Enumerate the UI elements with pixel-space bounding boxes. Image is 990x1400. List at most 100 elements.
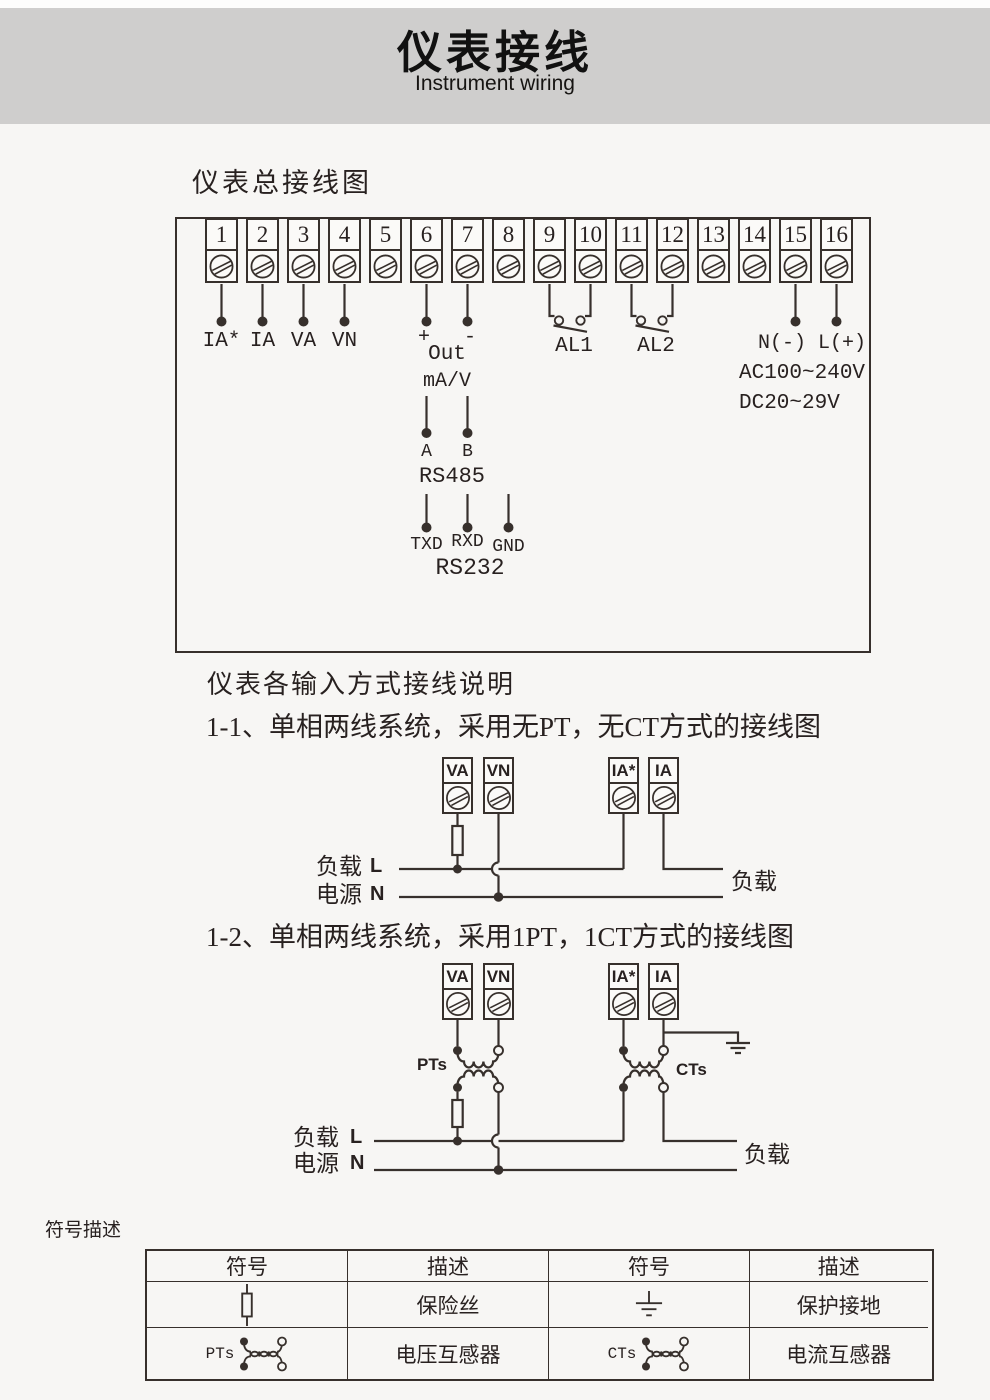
input-modes-title: 仪表各输入方式接线说明 <box>207 670 516 699</box>
table-header-symbol-1: 符号 <box>147 1251 348 1282</box>
screw-icon <box>442 987 473 1020</box>
screw-icon <box>779 249 812 284</box>
screw-icon <box>648 987 679 1020</box>
ground-icon <box>635 1290 663 1316</box>
label-out-minus: - <box>463 326 476 349</box>
symbol-desc-title: 符号描述 <box>45 1220 122 1241</box>
label-out-plus: + <box>417 326 430 349</box>
ground-symbol-cell <box>549 1282 750 1328</box>
terminal-5: 5 <box>369 217 402 284</box>
d11-terminal-vn: VN <box>483 757 514 814</box>
d12-line-n: N <box>350 1152 365 1174</box>
screw-icon <box>369 249 402 284</box>
top-margin <box>0 0 990 8</box>
terminal-4: 4 <box>328 217 361 284</box>
screw-icon <box>608 781 639 814</box>
terminal-16: 16 <box>820 217 853 284</box>
screw-icon <box>410 249 443 284</box>
pt-tag: PTs <box>205 1344 235 1363</box>
screw-icon <box>533 249 566 284</box>
label-ia: IA <box>249 330 276 353</box>
screw-icon <box>442 781 473 814</box>
fuse-symbol-cell <box>147 1282 348 1328</box>
terminal-7: 7 <box>451 217 484 284</box>
d12-cts-label: CTs <box>676 1060 707 1079</box>
diagram-1-2-title: 1-2、单相两线系统，采用1PT，1CT方式的接线图 <box>206 922 795 952</box>
overall-diagram-title: 仪表总接线图 <box>192 168 372 198</box>
terminal-2: 2 <box>246 217 279 284</box>
screw-icon <box>608 987 639 1020</box>
label-rs485: RS485 <box>418 464 485 489</box>
screw-icon <box>656 249 689 284</box>
terminal-1: 1 <box>205 217 238 284</box>
voltage-transformer-icon <box>240 1336 288 1371</box>
label-ac-range: AC100~240V <box>739 362 866 385</box>
d12-load-right: 负载 <box>744 1142 790 1167</box>
screw-icon <box>615 249 648 284</box>
d12-load-left: 负载 <box>293 1125 339 1150</box>
d12-terminal-ia: IA <box>648 963 679 1020</box>
label-out: Out <box>428 343 466 366</box>
label-dc-range: DC20~29V <box>739 392 840 415</box>
d12-line-l: L <box>350 1126 363 1148</box>
diagram-1-1-title: 1-1、单相两线系统，采用无PT，无CT方式的接线图 <box>206 712 822 742</box>
label-va: VA <box>290 330 317 353</box>
screw-icon <box>328 249 361 284</box>
terminal-9: 9 <box>533 217 566 284</box>
symbol-table: 符号 描述 符号 描述 保险丝 保护接地 PTs <box>145 1249 934 1381</box>
label-ia-star: IA* <box>202 330 241 353</box>
label-power-terminals: N(-) L(+) <box>757 332 867 355</box>
terminal-14: 14 <box>738 217 771 284</box>
d12-pts-label: PTs <box>417 1055 447 1074</box>
screw-icon <box>483 781 514 814</box>
d12-terminal-ia-star: IA* <box>608 963 639 1020</box>
label-rxd: RXD <box>451 532 484 552</box>
label-al1: AL1 <box>555 335 593 358</box>
page-banner: 仪表接线 Instrument wiring <box>0 8 990 124</box>
page-subtitle: Instrument wiring <box>415 72 575 95</box>
d11-load-left: 负载 <box>316 854 362 879</box>
ct-symbol-cell: CTs <box>549 1328 750 1379</box>
label-rs485-a: A <box>421 442 432 462</box>
terminal-15: 15 <box>779 217 812 284</box>
screw-icon <box>574 249 607 284</box>
ct-desc-cell: 电流互感器 <box>786 1342 892 1367</box>
d11-line-n: N <box>370 883 385 905</box>
screw-icon <box>451 249 484 284</box>
label-out-unit: mA/V <box>422 370 471 393</box>
screw-icon <box>483 987 514 1020</box>
fuse-icon <box>241 1283 253 1326</box>
terminal-3: 3 <box>287 217 320 284</box>
terminal-10: 10 <box>574 217 607 284</box>
label-gnd: GND <box>492 537 525 557</box>
screw-icon <box>492 249 525 284</box>
table-header-symbol-2: 符号 <box>549 1251 750 1282</box>
label-rs232: RS232 <box>435 555 505 581</box>
terminal-6: 6 <box>410 217 443 284</box>
label-vn: VN <box>331 330 358 353</box>
d11-load-right: 负载 <box>731 869 777 894</box>
screw-icon <box>287 249 320 284</box>
d11-terminal-ia: IA <box>648 757 679 814</box>
screw-icon <box>205 249 238 284</box>
screw-icon <box>697 249 730 284</box>
label-txd: TXD <box>410 535 443 555</box>
ground-desc-cell: 保护接地 <box>750 1282 928 1328</box>
d12-source: 电源 <box>293 1151 339 1176</box>
terminal-11: 11 <box>615 217 648 284</box>
label-rs485-b: B <box>462 442 473 462</box>
label-al2: AL2 <box>637 335 675 358</box>
ct-tag: CTs <box>607 1344 637 1363</box>
d11-line-l: L <box>370 855 383 877</box>
screw-icon <box>820 249 853 284</box>
table-header-desc-1: 描述 <box>348 1251 549 1282</box>
pt-symbol-cell: PTs <box>147 1328 348 1379</box>
d12-terminal-vn: VN <box>483 963 514 1020</box>
screw-icon <box>648 781 679 814</box>
current-transformer-icon <box>642 1336 690 1371</box>
terminal-8: 8 <box>492 217 525 284</box>
pt-desc-cell: 电压互感器 <box>348 1328 549 1379</box>
page-title: 仪表接线 <box>396 27 593 78</box>
